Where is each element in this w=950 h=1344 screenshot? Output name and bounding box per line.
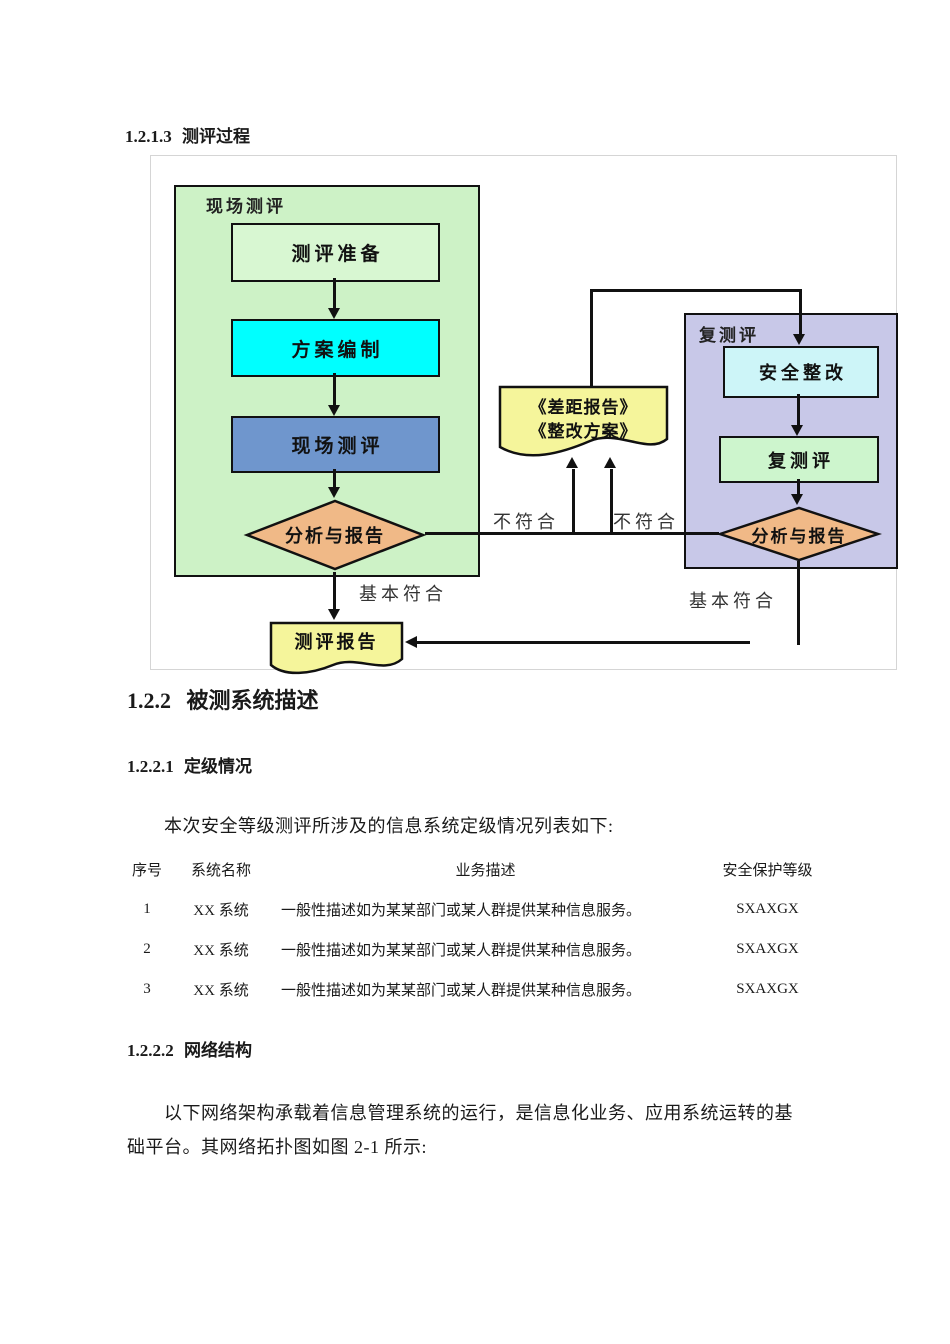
- arrow-prep-to-plan-line: [333, 278, 336, 311]
- evaluation-report-label: 测评报告: [294, 632, 379, 652]
- rightdecision-down-line: [797, 561, 800, 645]
- node-plan-compilation: 方案编制: [231, 319, 440, 377]
- heading-network-number: 1.2.2.2: [127, 1041, 174, 1060]
- heading-grading-number: 1.2.2.1: [127, 757, 174, 776]
- table-row2-system-name: XX 系统: [193, 942, 249, 959]
- network-paragraph-line1: 以下网络架构承载着信息管理系统的运行，是信息化业务、应用系统运转的基: [164, 1103, 793, 1123]
- arrow-prep-to-plan-head: [328, 308, 340, 319]
- table-header-protection-level: 安全保护等级: [722, 862, 813, 879]
- gap-report-line2: 《整改方案》: [529, 422, 638, 441]
- gapdoc-to-rectify-vline2: [799, 289, 802, 335]
- arrow-rectify-to-retest-head: [791, 425, 803, 436]
- gapdoc-to-rectify-hline: [590, 289, 802, 292]
- decision-analysis-report-left: 分析与报告: [243, 496, 427, 574]
- arrow-plan-to-field-line: [333, 373, 336, 406]
- node-re-evaluation: 复测评: [719, 436, 879, 483]
- gapdoc-to-rectify-vline1: [590, 289, 593, 386]
- document-shape-evaluation-report: [269, 621, 404, 675]
- arrow-rectify-to-retest-line: [797, 394, 800, 426]
- arrow-right-to-gapdoc-head: [604, 457, 616, 468]
- decision-left-label: 分析与报告: [285, 526, 385, 546]
- rightdecision-to-report-head: [405, 636, 417, 648]
- arrow-field-to-decision-line: [333, 469, 336, 488]
- heading-system-title: 被测系统描述: [186, 688, 319, 713]
- system-grading-table: 序号 系统名称 业务描述 安全保护等级 1 XX 系统 一般性描述如为某某部门或…: [123, 849, 835, 1009]
- table-row2-protection-level: SXAXGX: [736, 940, 799, 957]
- table-row3-index: 3: [143, 980, 151, 997]
- arrow-plan-to-field-head: [328, 405, 340, 416]
- heading-grading: 1.2.2.1 定级情况: [127, 752, 252, 777]
- onsite-group-label: 现场测评: [206, 197, 286, 216]
- table-row3-system-name: XX 系统: [193, 982, 249, 999]
- diamond-shape-left: [243, 499, 427, 571]
- label-nonconform-right: 不符合: [613, 512, 679, 532]
- label-conform-right: 基本符合: [689, 591, 777, 611]
- arrow-left-to-gapdoc-head: [566, 457, 578, 468]
- arrow-field-to-decision-head: [328, 487, 340, 498]
- arrow-retest-to-decision-line: [797, 479, 800, 495]
- network-paragraph-line2: 础平台。其网络拓扑图如图 2-1 所示:: [127, 1137, 427, 1157]
- evaluation-process-flowchart: 现场测评 测评准备 方案编制 现场测评 分析与报告 复测评 安全整改 复测评 分…: [150, 155, 898, 675]
- table-header-index: 序号: [131, 862, 162, 879]
- arrow-decision-to-report-line: [333, 572, 336, 610]
- diamond-shape-right: [716, 506, 882, 562]
- grading-intro-paragraph: 本次安全等级测评所涉及的信息系统定级情况列表如下:: [164, 816, 614, 836]
- table-header-system-name: 系统名称: [190, 862, 251, 879]
- rightdecision-to-report-line: [417, 641, 750, 644]
- node-security-rectification: 安全整改: [723, 346, 879, 398]
- heading-process-title: 测评过程: [182, 127, 250, 146]
- heading-network-title: 网络结构: [184, 1041, 252, 1060]
- table-row2-business-desc: 一般性描述如为某某部门或某人群提供某种信息服务。: [281, 942, 642, 959]
- table-row1-business-desc: 一般性描述如为某某部门或某人群提供某种信息服务。: [281, 902, 642, 919]
- arrow-decision-to-report-head: [328, 609, 340, 620]
- heading-system-number: 1.2.2: [127, 688, 171, 713]
- arrow-right-to-gapdoc-line: [610, 469, 613, 532]
- table-row3-business-desc: 一般性描述如为某某部门或某人群提供某种信息服务。: [281, 982, 642, 999]
- heading-process-number: 1.2.1.3: [125, 127, 172, 146]
- evaluation-report-document: 测评报告: [269, 621, 404, 675]
- gap-report-line1: 《差距报告》: [529, 398, 638, 417]
- heading-grading-title: 定级情况: [184, 757, 252, 776]
- heading-system-description: 1.2.2 被测系统描述: [127, 683, 319, 715]
- re-evaluation-group-label: 复测评: [699, 326, 759, 345]
- table-row3-protection-level: SXAXGX: [736, 980, 799, 997]
- table-row2-index: 2: [143, 940, 151, 957]
- table-row1-index: 1: [143, 900, 151, 917]
- table-row1-protection-level: SXAXGX: [736, 900, 799, 917]
- arrow-left-to-gapdoc-line: [572, 469, 575, 532]
- node-onsite-evaluation: 现场测评: [231, 416, 440, 473]
- decision-right-label: 分析与报告: [751, 526, 847, 546]
- table-header-business-desc: 业务描述: [455, 862, 516, 879]
- arrow-retest-to-decision-head: [791, 494, 803, 505]
- gapdoc-to-rectify-head: [793, 334, 805, 345]
- label-conform-left: 基本符合: [359, 584, 447, 604]
- document-shape-gap-report: [498, 385, 669, 457]
- heading-process: 1.2.1.3 测评过程: [125, 122, 250, 147]
- table-row1-system-name: XX 系统: [193, 902, 249, 919]
- nonconform-horizontal-line: [425, 532, 719, 535]
- gap-report-document: 《差距报告》 《整改方案》: [498, 385, 669, 461]
- heading-network: 1.2.2.2 网络结构: [127, 1036, 252, 1061]
- decision-analysis-report-right: 分析与报告: [716, 503, 882, 565]
- label-nonconform-left: 不符合: [493, 512, 559, 532]
- node-evaluation-preparation: 测评准备: [231, 223, 440, 282]
